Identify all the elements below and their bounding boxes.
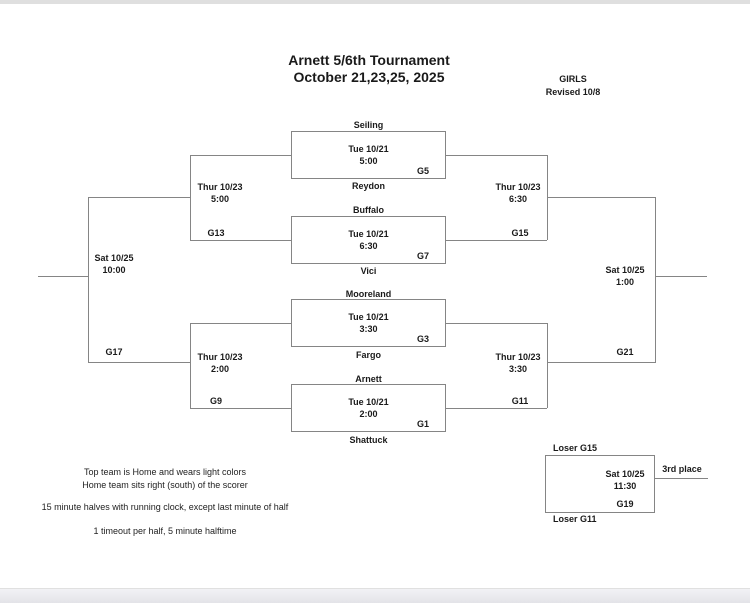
third-place-title: 3rd place — [662, 464, 702, 474]
game-number: G21 — [616, 347, 634, 357]
rule-text: 15 minute halves with running clock, exc… — [41, 502, 289, 512]
game-time: 6:30 — [359, 241, 378, 251]
game-date: Tue 10/21 — [348, 397, 389, 407]
rule-text: Top team is Home and wears light colors — [83, 467, 247, 477]
team-label-shattuck: Shattuck — [349, 435, 388, 445]
game-date: Tue 10/21 — [348, 229, 389, 239]
game-time: 1:00 — [615, 277, 634, 287]
bracket-line — [190, 240, 291, 241]
game-time: 2:00 — [359, 409, 378, 419]
game-date: Thur 10/23 — [495, 352, 541, 362]
division-label: GIRLS — [559, 74, 587, 84]
game-date: Sat 10/25 — [94, 253, 134, 263]
bracket-line — [446, 408, 547, 409]
bracket-line — [446, 323, 547, 324]
final-g21-schedule: Sat 10/25 1:00 — [599, 264, 651, 288]
bracket-line — [88, 362, 190, 363]
team-label-fargo: Fargo — [355, 350, 381, 360]
header-note: GIRLS Revised 10/8 — [533, 73, 613, 99]
game-number: G11 — [511, 396, 529, 406]
semifinal-g13-schedule: Thur 10/23 5:00 — [194, 181, 246, 205]
team-label-reydon: Reydon — [351, 181, 385, 191]
game-time: 11:30 — [613, 481, 637, 491]
rule-text: Home team sits right (south) of the scor… — [82, 480, 248, 490]
game-time: 3:30 — [359, 324, 378, 334]
bracket-line — [190, 323, 291, 324]
bracket-line — [190, 323, 191, 408]
bracket-line — [655, 197, 656, 363]
game-box-g1: Tue 10/21 2:00 G1 — [291, 384, 446, 432]
third-place-away-label: Loser G11 — [553, 514, 597, 524]
bracket-line — [547, 323, 548, 408]
semifinal-g11-schedule: Thur 10/23 3:30 — [492, 351, 544, 375]
browser-chrome-bottom-bar — [0, 588, 750, 603]
game-date: Thur 10/23 — [197, 182, 243, 192]
game-number: G17 — [105, 347, 123, 357]
game-time: 3:30 — [508, 364, 527, 374]
semifinal-g9-schedule: Thur 10/23 2:00 — [194, 351, 246, 375]
bracket-line — [88, 197, 190, 198]
bracket-line — [88, 197, 89, 363]
rule-text: 1 timeout per half, 5 minute halftime — [93, 526, 237, 536]
game-time: 6:30 — [508, 194, 527, 204]
bracket-line — [190, 155, 291, 156]
revision-label: Revised 10/8 — [545, 87, 601, 97]
team-label-seiling: Seiling — [353, 120, 384, 130]
game-date: Thur 10/23 — [495, 182, 541, 192]
browser-chrome-top-bar — [0, 0, 750, 4]
game-number: G13 — [207, 228, 225, 238]
third-place-home-label: Loser G15 — [553, 443, 598, 453]
game-number: G5 — [416, 166, 429, 176]
game-time: 5:00 — [359, 156, 378, 166]
page-title: Arnett 5/6th Tournament October 21,23,25… — [194, 52, 544, 86]
bracket-line — [38, 276, 88, 277]
game-number: G1 — [416, 419, 429, 429]
game-number: G15 — [511, 228, 529, 238]
game-date: Sat 10/25 — [605, 469, 645, 479]
bracket-line — [655, 276, 707, 277]
semifinal-g15-schedule: Thur 10/23 6:30 — [492, 181, 544, 205]
game-box-g5: Tue 10/21 5:00 G5 — [291, 131, 446, 179]
team-label-vici: Vici — [360, 266, 377, 276]
bracket-line — [190, 408, 291, 409]
bracket-line — [190, 155, 191, 240]
game-box-g7: Tue 10/21 6:30 G7 — [291, 216, 446, 264]
bracket-line — [547, 197, 655, 198]
game-date: Tue 10/21 — [348, 312, 389, 322]
game-time: 5:00 — [210, 194, 229, 204]
game-date: Sat 10/25 — [605, 265, 645, 275]
bracket-line — [547, 362, 655, 363]
game-number: G19 — [616, 499, 634, 509]
game-date: Tue 10/21 — [348, 144, 389, 154]
third-place-schedule: Sat 10/25 11:30 — [594, 468, 656, 492]
team-label-mooreland: Mooreland — [345, 289, 392, 299]
team-label-buffalo: Buffalo — [353, 205, 384, 215]
tournament-title: Arnett 5/6th Tournament — [288, 52, 450, 68]
game-time: 10:00 — [102, 265, 126, 275]
bracket-line — [655, 478, 708, 479]
team-label-arnett: Arnett — [355, 374, 382, 384]
game-number: G7 — [416, 251, 429, 261]
game-box-g19: Sat 10/25 11:30 G19 — [545, 455, 655, 513]
game-date: Thur 10/23 — [197, 352, 243, 362]
game-box-g3: Tue 10/21 3:30 G3 — [291, 299, 446, 347]
game-time: 2:00 — [210, 364, 229, 374]
bracket-line — [446, 155, 547, 156]
tournament-dates: October 21,23,25, 2025 — [293, 69, 445, 85]
game-number: G3 — [416, 334, 429, 344]
bracket-line — [446, 240, 547, 241]
final-g17-schedule: Sat 10/25 10:00 — [88, 252, 140, 276]
game-number: G9 — [209, 396, 222, 406]
